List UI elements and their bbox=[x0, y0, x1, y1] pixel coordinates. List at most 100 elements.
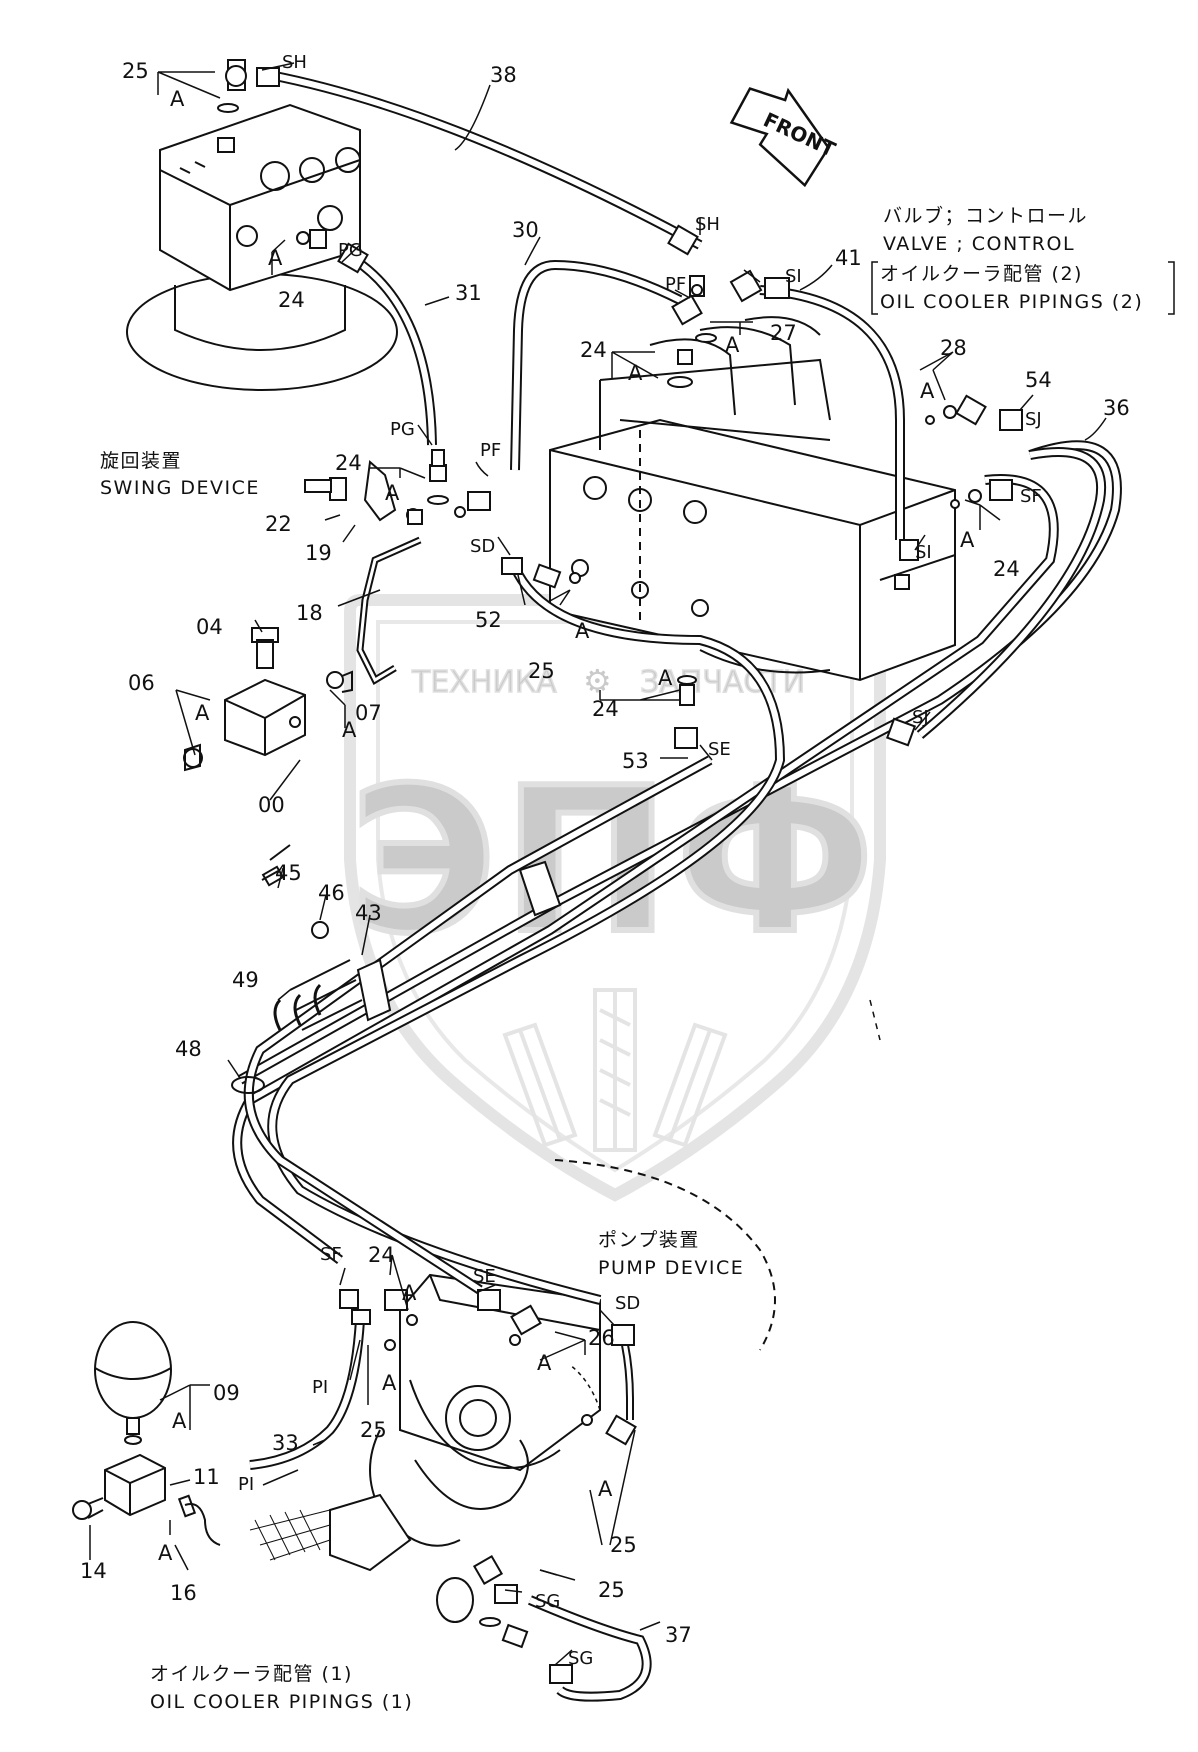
watermark-logo: ЭПФ bbox=[350, 745, 881, 978]
part-label-sg1: SG bbox=[535, 1591, 560, 1612]
control-valve bbox=[549, 316, 956, 682]
part-label-p16: 16 bbox=[170, 1581, 197, 1605]
part-label-se2: SE bbox=[473, 1266, 496, 1287]
part-label-p25e: 25 bbox=[598, 1578, 625, 1602]
part-label-sd1: SD bbox=[470, 536, 495, 557]
part-label-sf2: SF bbox=[320, 1244, 342, 1265]
part-label-p24e: 24 bbox=[592, 697, 619, 721]
part-label-p24b: 24 bbox=[580, 338, 607, 362]
part-label-p46: 46 bbox=[318, 881, 345, 905]
part-label-si1: SI bbox=[785, 266, 802, 287]
part-label-p07: 07 bbox=[355, 701, 382, 725]
part-label-sj2: SJ bbox=[912, 707, 929, 728]
part-label-a8: A bbox=[575, 619, 590, 643]
part-label-a5: A bbox=[920, 379, 935, 403]
part-label-pg1: PG bbox=[338, 240, 363, 261]
part-label-p45: 45 bbox=[275, 861, 302, 885]
caption-pump-device-jp: ポンプ装置 bbox=[598, 1229, 700, 1251]
accumulator bbox=[72, 1321, 221, 1546]
part-label-p53: 53 bbox=[622, 749, 649, 773]
part-label-sh1: SH bbox=[282, 52, 307, 73]
part-label-p49: 49 bbox=[232, 968, 259, 992]
part-label-p37: 37 bbox=[665, 1623, 692, 1647]
part-label-sh2: SH bbox=[695, 214, 720, 235]
part-label-pg2: PG bbox=[390, 419, 415, 440]
part-label-sf1: SF bbox=[1020, 486, 1042, 507]
caption-bracket-right bbox=[1168, 261, 1175, 315]
caption-swing-device-en: SWING DEVICE bbox=[100, 477, 260, 499]
part-label-p28: 28 bbox=[940, 336, 967, 360]
part-label-a11: A bbox=[342, 718, 357, 742]
caption-pump-device-en: PUMP DEVICE bbox=[598, 1257, 744, 1279]
block-00 bbox=[183, 627, 353, 772]
part-label-p54: 54 bbox=[1025, 368, 1052, 392]
captions: 旋回装置 SWING DEVICE バルブ；コントロール VALVE ; CON… bbox=[100, 204, 1175, 1713]
part-label-p25d: 25 bbox=[610, 1533, 637, 1557]
part-label-p25a: 25 bbox=[122, 59, 149, 83]
part-label-sj1: SJ bbox=[1025, 409, 1042, 430]
part-label-p52: 52 bbox=[475, 608, 502, 632]
caption-bracket-left bbox=[871, 261, 878, 315]
part-label-a17: A bbox=[598, 1477, 613, 1501]
part-label-a10: A bbox=[195, 701, 210, 725]
part-label-p24c: 24 bbox=[335, 451, 362, 475]
part-label-a6: A bbox=[385, 481, 400, 505]
part-label-p24a: 24 bbox=[278, 288, 305, 312]
caption-oil-cooler-1-en: OIL COOLER PIPINGS (1) bbox=[150, 1691, 413, 1713]
part-label-p00: 00 bbox=[258, 793, 285, 817]
part-label-p14: 14 bbox=[80, 1559, 107, 1583]
part-label-a2: A bbox=[268, 246, 283, 270]
part-label-sg2: SG bbox=[568, 1648, 593, 1669]
watermark-shield bbox=[344, 594, 886, 1202]
part-label-p18: 18 bbox=[296, 601, 323, 625]
part-label-p19: 19 bbox=[305, 541, 332, 565]
part-label-a3: A bbox=[725, 333, 740, 357]
part-label-a1: A bbox=[170, 87, 185, 111]
caption-valve-jp: バルブ；コントロール bbox=[883, 204, 1088, 227]
part-label-p04: 04 bbox=[196, 615, 223, 639]
part-label-a15: A bbox=[382, 1371, 397, 1395]
part-label-se1: SE bbox=[708, 739, 731, 760]
fittings bbox=[217, 59, 1023, 1684]
watermark-text-left: ТЕХНИКА bbox=[411, 665, 557, 700]
part-label-a7: A bbox=[960, 528, 975, 552]
part-label-a12: A bbox=[402, 1281, 417, 1305]
part-label-p24d: 24 bbox=[993, 557, 1020, 581]
part-label-pf1: PF bbox=[665, 274, 686, 295]
part-label-pi1: PI bbox=[312, 1377, 328, 1398]
part-label-p25b: 25 bbox=[528, 659, 555, 683]
part-label-p43: 43 bbox=[355, 901, 382, 925]
watermark: ТЕХНИКА ⚙ ЗАПЧАСТИ ЭПФ bbox=[344, 594, 886, 1202]
part-label-p22: 22 bbox=[265, 512, 292, 536]
part-label-p25c: 25 bbox=[360, 1418, 387, 1442]
caption-valve-en: VALVE ; CONTROL bbox=[883, 233, 1075, 255]
watermark-wheat-icon bbox=[502, 988, 728, 1152]
part-label-p09: 09 bbox=[213, 1381, 240, 1405]
part-label-a4: A bbox=[628, 361, 643, 385]
part-label-si2: SI bbox=[915, 542, 932, 563]
hoses bbox=[232, 70, 1122, 1702]
part-label-pi2: PI bbox=[238, 1474, 254, 1495]
part-label-p33: 33 bbox=[272, 1431, 299, 1455]
part-label-p38: 38 bbox=[490, 63, 517, 87]
part-label-pf2: PF bbox=[480, 440, 501, 461]
watermark-text-right: ЗАПЧАСТИ bbox=[640, 665, 805, 700]
leader-lines bbox=[89, 62, 1107, 1666]
part-label-p06: 06 bbox=[128, 671, 155, 695]
part-label-sd2: SD bbox=[615, 1293, 640, 1314]
part-label-a13: A bbox=[537, 1351, 552, 1375]
part-label-p31: 31 bbox=[455, 281, 482, 305]
caption-oil-cooler-1-jp: オイルクーラ配管 (1) bbox=[150, 1663, 353, 1685]
part-label-p36: 36 bbox=[1103, 396, 1130, 420]
part-label-p41: 41 bbox=[835, 246, 862, 270]
caption-swing-device-jp: 旋回装置 bbox=[100, 450, 182, 472]
part-label-a16: A bbox=[158, 1541, 173, 1565]
watermark-gear-icon: ⚙ bbox=[583, 662, 612, 700]
part-label-a14: A bbox=[172, 1409, 187, 1433]
front-arrow-icon: FRONT bbox=[729, 87, 839, 188]
caption-oil-cooler-2-en: OIL COOLER PIPINGS (2) bbox=[880, 291, 1143, 313]
part-label-p30: 30 bbox=[512, 218, 539, 242]
part-label-p26: 26 bbox=[588, 1326, 615, 1350]
